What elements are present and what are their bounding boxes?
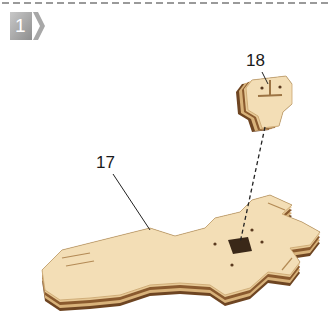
leader-line [262,72,268,84]
part-18 [236,76,292,132]
dashed-rule [2,2,332,4]
leader-line [113,174,150,230]
part-17 [42,195,320,311]
assembly-line [240,127,265,243]
step-chevron [33,12,45,40]
step-badge [10,12,32,40]
callout-number: 18 [246,52,265,69]
step-number: 1 [15,16,26,35]
callout-number: 17 [96,154,115,171]
